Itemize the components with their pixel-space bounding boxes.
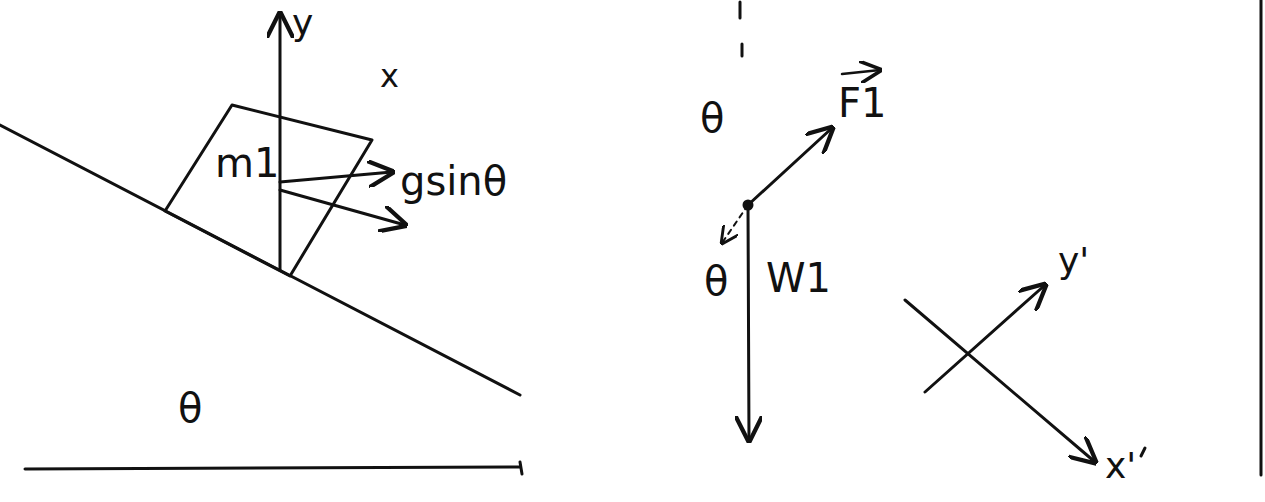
force-label: F1: [838, 80, 886, 126]
ground-line: [25, 467, 520, 469]
angle-label: θ: [704, 258, 728, 304]
axis-label: y: [292, 2, 313, 43]
component-dashed: [722, 205, 748, 243]
tick-mark: [739, 2, 742, 18]
w1-vector: [748, 205, 749, 440]
angle-label: θ: [700, 95, 724, 141]
block-outline: [160, 100, 375, 280]
force-arrow: [280, 190, 405, 225]
force-label: W1: [766, 255, 831, 301]
frame-line: [1260, 0, 1263, 475]
tick-mark: [520, 462, 522, 474]
tick-mark: [741, 44, 744, 56]
force-label: gsinθ: [400, 158, 507, 204]
vector-overbar: [842, 70, 880, 74]
axis-label: x': [1105, 445, 1136, 486]
block-shape: [165, 105, 372, 276]
block-mass: m1: [160, 100, 375, 280]
axis-label: x: [380, 58, 399, 95]
axis-label: y': [1058, 240, 1089, 281]
f1-vector: [748, 128, 832, 205]
mass-label: m1: [215, 140, 279, 186]
tick-mark: [1141, 448, 1145, 456]
y-prime-axis: [925, 285, 1045, 392]
force-arrow: [280, 172, 392, 182]
angle-label: θ: [178, 385, 202, 431]
